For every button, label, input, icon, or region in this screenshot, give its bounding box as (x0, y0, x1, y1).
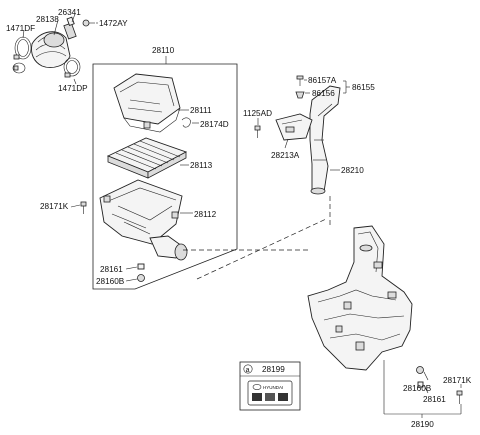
label-28171K-right: 28171K (443, 376, 472, 385)
label-28161-right: 28161 (423, 395, 446, 404)
label-1471DP: 1471DP (58, 84, 88, 93)
label-28174D: 28174D (200, 120, 229, 129)
intake-duct-28210 (309, 85, 341, 195)
mount-28160B-left (137, 274, 145, 282)
air-cleaner-cover-28111 (113, 73, 181, 133)
screw-1472AY (82, 19, 95, 27)
label-86157A: 86157A (308, 76, 337, 85)
label-sticker: HYUNDAI (247, 380, 293, 406)
resonator-28190 (307, 225, 413, 371)
clip-86156 (295, 91, 305, 99)
label-28112: 28112 (194, 210, 217, 219)
clip-28174D (181, 117, 191, 128)
clamp-1471DP (63, 57, 81, 78)
label-1471DF: 1471DF (6, 24, 35, 33)
label-28160B-left: 28160B (96, 277, 125, 286)
grommet-28161-left (137, 263, 145, 270)
label-28171K-left: 28171K (40, 202, 69, 211)
label-1472AY: 1472AY (99, 19, 128, 28)
mount-28160B-right (416, 366, 424, 374)
label-28110: 28110 (152, 46, 175, 55)
label-28160B-right: 28160B (403, 384, 432, 393)
bolt-1125AD (254, 125, 261, 138)
assembly-box-28110 (92, 63, 238, 290)
label-28111: 28111 (190, 106, 212, 115)
resonator-hose-28138 (31, 31, 71, 68)
grommet-28161-right (417, 381, 424, 388)
label-28213A: 28213A (271, 151, 300, 160)
bracket-28213A (275, 113, 313, 141)
outlet-duct (149, 235, 188, 261)
air-cleaner-body-28112 (99, 179, 183, 245)
label-28199: 28199 (262, 365, 285, 374)
bolt-28171K-right (456, 390, 463, 404)
bolt-28171K-left (80, 201, 87, 214)
sensor-26341 (63, 16, 77, 40)
clamp-1471DF (13, 36, 32, 60)
label-28210: 28210 (341, 166, 364, 175)
callout-box-28199 (239, 361, 301, 411)
label-1125AD: 1125AD (243, 109, 272, 118)
air-filter-element-28113 (106, 137, 188, 179)
label-28113: 28113 (190, 161, 213, 170)
sticker-brand-text: HYUNDAI (263, 385, 283, 390)
callout-letter: a (246, 367, 250, 374)
fastener-86157A (296, 75, 304, 86)
label-86155: 86155 (352, 83, 375, 92)
clamp-1471DF-lower (12, 62, 26, 74)
label-86156: 86156 (312, 89, 335, 98)
label-28138: 28138 (36, 15, 59, 24)
label-28161-left: 28161 (100, 265, 123, 274)
label-26341: 26341 (58, 8, 81, 17)
label-28190: 28190 (411, 420, 434, 429)
